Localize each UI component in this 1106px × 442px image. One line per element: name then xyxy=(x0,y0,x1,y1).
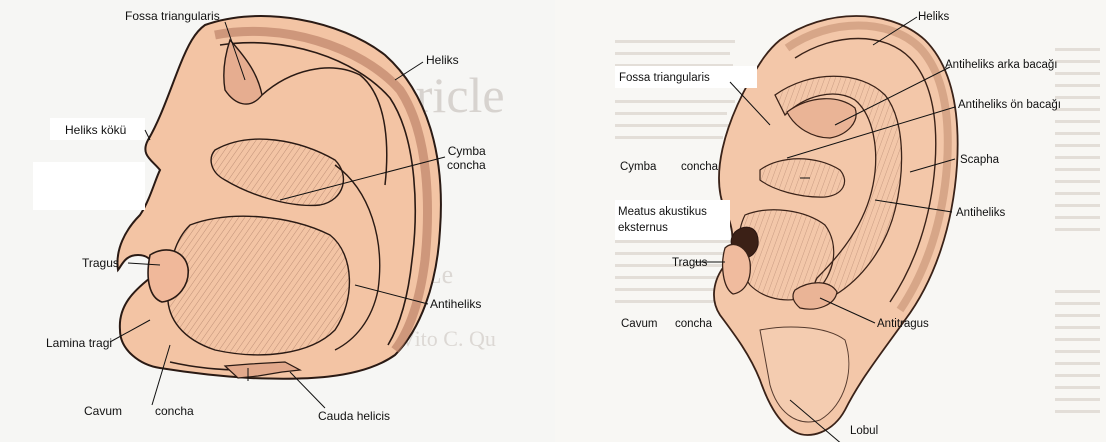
label-fossa-triangularis: Fossa triangularis xyxy=(619,71,710,85)
left-ear-diagram: te auricle Mack Le Tr Vito C. Qu xyxy=(0,0,555,442)
label-tragus: Tragus xyxy=(82,256,119,270)
label-antiheliks: Antiheliks xyxy=(430,297,481,311)
label-antiheliks-arka-bacagi: Antiheliks arka bacağı xyxy=(945,58,1058,72)
right-ear-diagram: Heliks Antiheliks arka bacağı Fossa tria… xyxy=(555,0,1106,442)
label-lamina-tragi: Lamina tragi xyxy=(46,336,112,350)
label-fossa-triangularis: Fossa triangularis xyxy=(125,9,220,23)
label-tragus: Tragus xyxy=(672,256,707,270)
label-scapha: Scapha xyxy=(960,153,999,167)
label-concha: concha xyxy=(681,160,718,174)
label-antiheliks-on-bacagi: Antiheliks ön bacağı xyxy=(958,98,1061,112)
label-concha-2: concha xyxy=(675,317,712,331)
label-concha: concha xyxy=(155,404,194,418)
label-antitragus: Antitragus xyxy=(877,317,929,331)
label-cavum: Cavum xyxy=(84,404,122,418)
label-heliks: Heliks xyxy=(426,53,459,67)
label-cavum: Cavum xyxy=(621,317,657,331)
label-heliks-koku: Heliks kökü xyxy=(65,123,126,137)
label-antiheliks: Antiheliks xyxy=(956,206,1005,220)
label-cauda-helicis: Cauda helicis xyxy=(318,409,390,423)
label-meatus-akustikus-eksternus: Meatus akustikus eksternus xyxy=(618,204,707,236)
label-heliks: Heliks xyxy=(918,10,949,24)
label-cymba: Cymba xyxy=(620,160,656,174)
left-leader-lines xyxy=(0,0,555,442)
label-cymba-concha: Cymba concha xyxy=(447,144,486,172)
label-lobul: Lobul xyxy=(850,424,878,438)
